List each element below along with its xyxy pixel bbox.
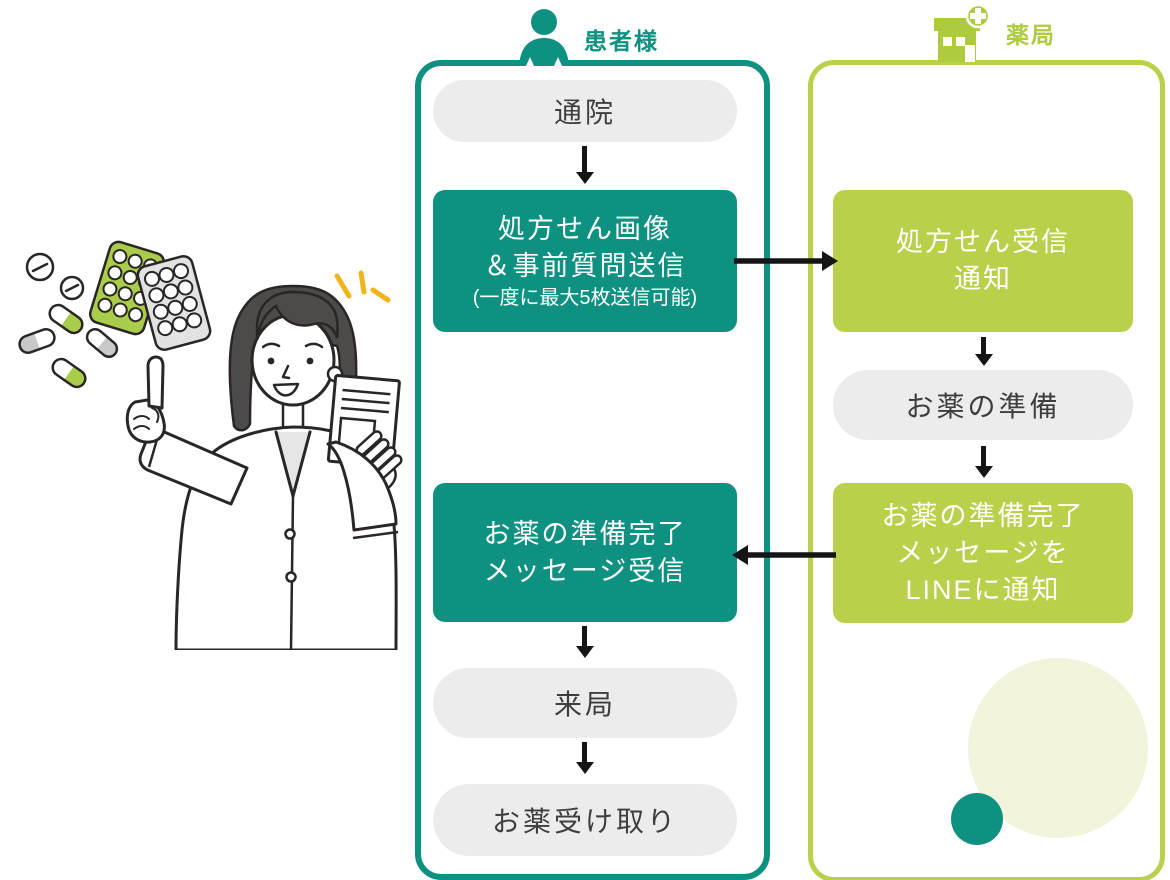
step-send-line3: (一度に最大5枚送信可能)	[472, 287, 698, 309]
pharmacy-lane-label: 薬局	[1006, 22, 1056, 48]
person-icon	[519, 9, 569, 66]
step-ready-line1: お薬の準備完了	[483, 518, 687, 549]
step-pickup-label: お薬受け取り	[491, 806, 678, 837]
step-visit-pill: 通院	[433, 80, 737, 142]
step-receive-line1: 処方せん受信	[896, 227, 1070, 257]
step-send-box: 処方せん画像 ＆事前質問送信 (一度に最大5枚送信可能)	[433, 190, 737, 332]
arrow-come-to-pickup-icon	[582, 742, 587, 762]
pharmacy-lane-header: 薬局	[930, 4, 1056, 62]
step-ready-receive-box: お薬の準備完了 メッセージ受信	[433, 483, 737, 622]
patient-lane-label: 患者様	[584, 28, 659, 54]
arrow-ready-to-come-icon	[582, 626, 587, 646]
step-notify-box: お薬の準備完了 メッセージを LINEに通知	[833, 483, 1133, 623]
patient-lane-header: 患者様	[514, 8, 659, 66]
step-prepare-label: お薬の準備	[905, 391, 1061, 422]
step-visit-label: 通院	[553, 97, 616, 128]
arrow-send-to-receive-icon	[734, 251, 838, 271]
step-pickup-pill: お薬受け取り	[433, 784, 737, 856]
step-prepare-pill: お薬の準備	[833, 370, 1133, 440]
pharmacy-lane: 処方せん受信 通知 お薬の準備 お薬の準備完了 メッセージを LINEに通知	[808, 60, 1165, 880]
arrow-receive-to-prepare-icon	[981, 337, 986, 354]
step-come-pill: 来局	[433, 668, 737, 738]
patient-lane: 通院 処方せん画像 ＆事前質問送信 (一度に最大5枚送信可能) お薬の準備完了 …	[415, 60, 770, 880]
step-receive-line2: 通知	[954, 264, 1012, 294]
step-ready-line2: メッセージ受信	[483, 555, 687, 586]
arrow-prepare-to-notify-icon	[981, 446, 986, 466]
arrow-visit-to-send-icon	[582, 146, 587, 172]
step-receive-box: 処方せん受信 通知	[833, 190, 1133, 332]
step-come-label: 来局	[553, 689, 616, 720]
step-send-line1: 処方せん画像	[498, 214, 672, 244]
step-send-line2: ＆事前質問送信	[483, 251, 687, 281]
pharmacist-illustration	[18, 240, 403, 650]
step-notify-line2: メッセージを	[896, 537, 1070, 568]
step-notify-line1: お薬の準備完了	[881, 500, 1085, 531]
arrow-notify-to-ready-icon	[732, 545, 836, 565]
decorative-circle-small	[951, 793, 1003, 845]
pharmacy-building-icon	[934, 4, 991, 62]
step-notify-line3: LINEに通知	[905, 574, 1061, 605]
sparkle-icon	[334, 270, 391, 303]
